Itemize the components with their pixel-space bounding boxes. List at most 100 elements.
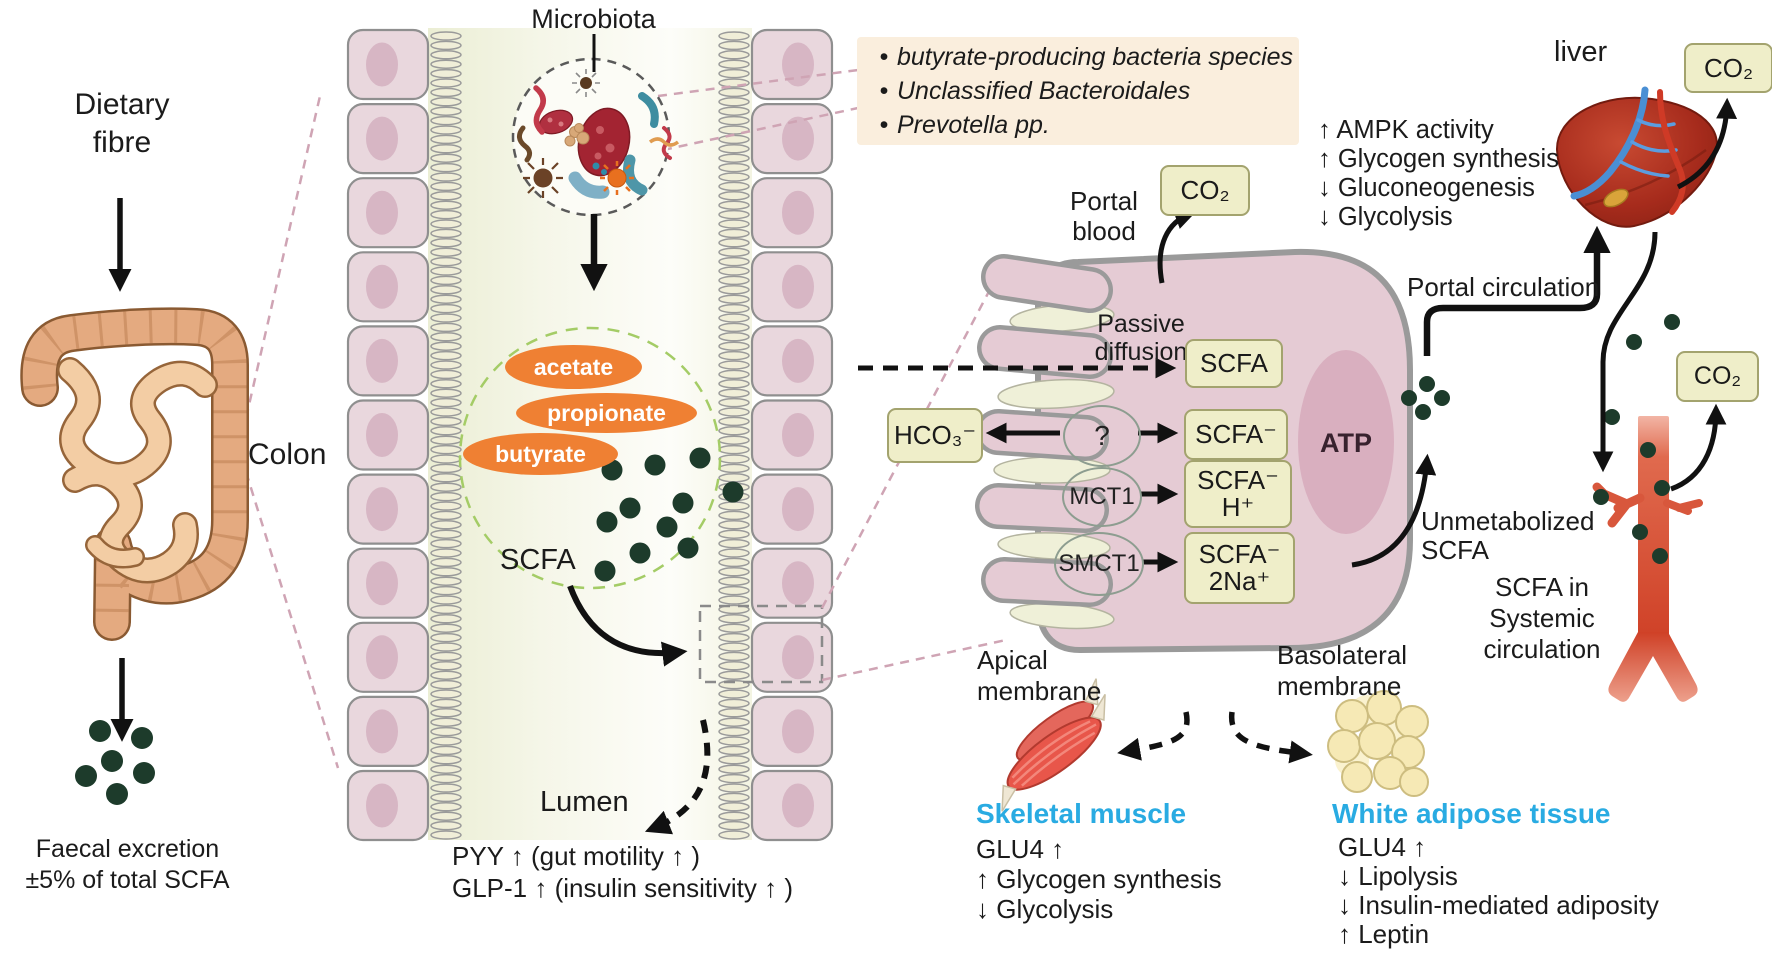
arrow-scfa-to-wall: [567, 584, 688, 667]
microvilli: [718, 209, 750, 220]
adipose-effects-list: GLU4 ↑ ↓ Lipolysis ↓ Insulin-mediated ad…: [1338, 832, 1659, 949]
microvilli: [718, 247, 750, 257]
microvilli: [718, 576, 750, 586]
microvilli: [430, 350, 462, 361]
microvilli: [430, 473, 462, 483]
microvilli: [430, 830, 462, 840]
microvilli: [718, 557, 750, 568]
arrow-to-muscle: [1117, 711, 1190, 761]
microvilli: [430, 219, 462, 229]
scfa-dot: [1632, 524, 1648, 540]
scfa-zone-circle: [458, 326, 722, 590]
white-adipose-title: White adipose tissue: [1332, 798, 1611, 829]
microvilli: [718, 435, 750, 445]
microvilli: [430, 567, 462, 577]
microvilli: [718, 31, 750, 41]
scfa-dot: [644, 454, 666, 476]
cell-nucleus: [366, 783, 398, 828]
microvilli: [718, 341, 750, 351]
microvilli: [430, 698, 462, 709]
atp-label: ATP: [1320, 428, 1372, 458]
microvilli: [430, 529, 462, 539]
systemic-vessel: [1592, 416, 1703, 702]
microvilli: [718, 87, 750, 98]
microvilli: [430, 238, 462, 248]
co2-box-liver: CO₂: [1684, 43, 1772, 93]
microvilli: [430, 444, 462, 455]
microvilli: [718, 548, 750, 558]
microvilli: [430, 106, 462, 116]
microvilli: [718, 388, 750, 398]
bullet-icon: •: [879, 111, 889, 139]
microvilli: [718, 350, 750, 361]
co2-box-systemic: CO₂: [1676, 351, 1759, 402]
microvilli: [718, 153, 750, 163]
microvilli: [718, 820, 750, 831]
microbiota-label: Microbiota: [531, 4, 656, 34]
microvilli: [718, 397, 750, 408]
liver-artery: [1657, 89, 1686, 215]
microvilli: [430, 200, 462, 210]
microvilli: [718, 755, 750, 765]
microvilli: [718, 200, 750, 210]
microvilli: [718, 717, 750, 727]
microvilli: [430, 59, 462, 69]
microvilli: [718, 764, 750, 774]
microvilli: [718, 106, 750, 116]
arrow-vessel-to-co2: [1670, 403, 1727, 492]
microvilli: [430, 313, 462, 323]
microvilli: [430, 745, 462, 756]
microvilli: [718, 595, 750, 605]
cell-nucleus: [366, 561, 398, 606]
microvilli: [430, 78, 462, 88]
microvilli: [718, 520, 750, 530]
flow-arrows: [108, 34, 1738, 835]
microvilli: [430, 181, 462, 192]
scfa-dot: [1415, 404, 1431, 420]
colon-epithelium: [346, 28, 834, 842]
microvilli: [718, 811, 750, 821]
microvilli: [430, 670, 462, 680]
microvilli: [430, 68, 462, 79]
microvilli: [430, 717, 462, 727]
scfa-h-box: SCFA⁻ H⁺: [1184, 460, 1292, 528]
microvilli: [430, 191, 462, 201]
microvilli: [430, 275, 462, 286]
microvilli: [718, 708, 750, 718]
adipose-tissue-icon: [1327, 690, 1429, 797]
microvilli: [430, 792, 462, 803]
passive-diffusion-label: Passive diffusion: [1094, 310, 1188, 366]
microvilli: [718, 773, 750, 784]
bacterium-red-worm: [533, 85, 546, 135]
microvilli: [430, 802, 462, 812]
intestine-illustration: [20, 307, 249, 641]
co2-box-portal: CO₂: [1160, 165, 1250, 216]
cell-nucleus: [366, 413, 398, 457]
scfa-dot: [101, 750, 123, 772]
microvilli: [430, 510, 462, 521]
bacteria-cluster: [517, 69, 680, 199]
microvilli: [718, 614, 750, 624]
unmetabolized-scfa-label: Unmetabolized SCFA: [1421, 506, 1595, 565]
arrow-unmetabolized-scfa: [1351, 453, 1437, 568]
microvilli: [718, 68, 750, 79]
lumen-label: Lumen: [540, 786, 629, 818]
scfa-dot: [131, 727, 153, 749]
microvilli: [718, 162, 750, 173]
microvilli: [718, 238, 750, 248]
microvilli: [430, 416, 462, 427]
microvilli: [430, 482, 462, 492]
mct1-transporter: MCT1: [1062, 467, 1142, 527]
bacteria-note-box: •butyrate-producing bacteria species •Un…: [857, 37, 1299, 145]
microvilli: [718, 736, 750, 746]
cell-nucleus: [782, 264, 814, 309]
microvilli: [718, 266, 750, 276]
microvilli: [718, 181, 750, 192]
skeletal-muscle-title: Skeletal muscle: [976, 798, 1187, 829]
bacterium-brown-hook: [517, 125, 533, 163]
microvilli: [718, 313, 750, 323]
gut-hormone-effects: PYY ↑ (gut motility ↑ ) GLP-1 ↑ (insulin…: [452, 841, 793, 903]
scfa-dot: [75, 765, 97, 787]
unknown-transporter: ?: [1063, 405, 1141, 467]
microvilli: [718, 567, 750, 577]
